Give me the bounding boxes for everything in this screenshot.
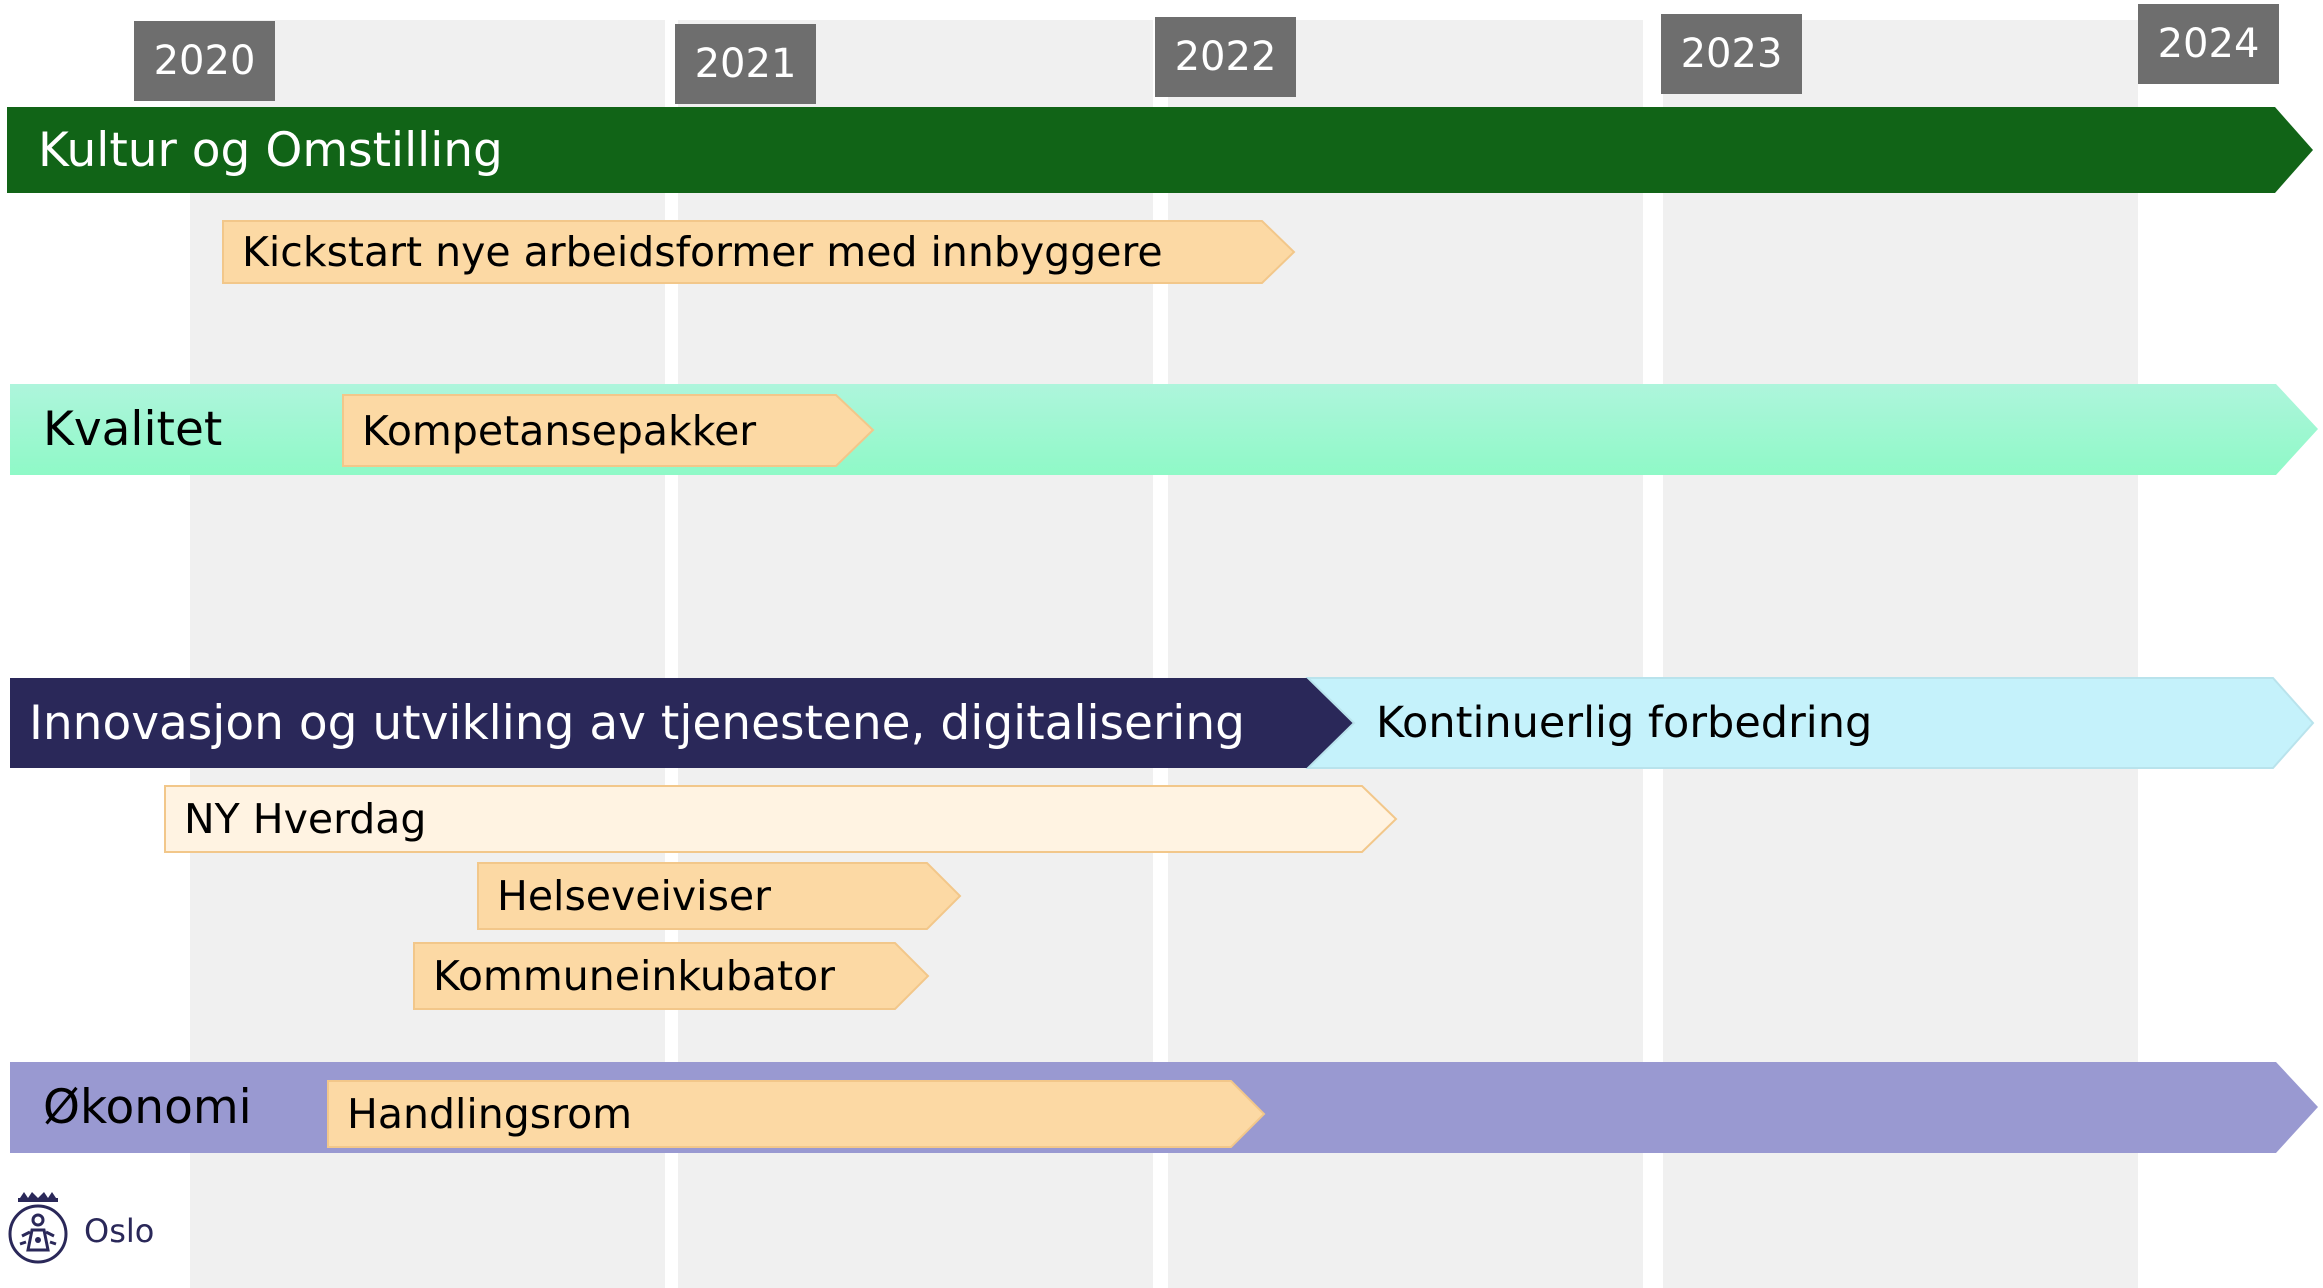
lane-kultur-arrow-shape: [7, 107, 2313, 193]
lane-kontinuerlig-arrow-shape: [1305, 677, 2315, 769]
task-handlingsrom-shape: [327, 1080, 1266, 1148]
task-ny-hverdag-label: NY Hverdag: [184, 795, 427, 843]
task-kommuneinkubator-shape: [413, 942, 930, 1010]
lane-kultur-og-omstilling: Kultur og Omstilling: [7, 107, 2313, 193]
task-ny-hverdag: NY Hverdag: [164, 785, 1398, 853]
task-kommuneinkubator-label: Kommuneinkubator: [433, 952, 836, 1000]
task-kompetansepakker-label: Kompetansepakker: [362, 406, 757, 455]
task-helseveiviser-shape: [477, 862, 962, 930]
year-label-2023: 2023: [1661, 14, 1802, 94]
task-helseveiviser: Helseveiviser: [477, 862, 962, 930]
task-kommuneinkubator-polygon: [413, 942, 930, 1010]
lane-kontinuerlig-arrow-polygon: [1305, 677, 2315, 769]
task-kickstart-shape: [222, 220, 1296, 284]
task-helseveiviser-label: Helseveiviser: [497, 872, 772, 920]
task-kompetansepakker-polygon: [342, 394, 875, 467]
lane-innovasjon-label: Innovasjon og utvikling av tjenestene, d…: [29, 695, 1245, 751]
task-kompetansepakker-shape: [342, 394, 875, 467]
task-kickstart-polygon: [222, 220, 1296, 284]
lane-okonomi-label: Økonomi: [43, 1080, 252, 1135]
lane-innovasjon-arrow-shape: [10, 678, 1356, 768]
year-label-2020: 2020: [134, 21, 275, 101]
task-handlingsrom-label: Handlingsrom: [347, 1090, 633, 1138]
lane-kontinuerlig-forbedring-segment: Kontinuerlig forbedring: [1305, 677, 2315, 769]
task-kickstart-label: Kickstart nye arbeidsformer med innbygge…: [242, 228, 1163, 276]
year-label-2024: 2024: [2138, 4, 2279, 84]
task-handlingsrom: Handlingsrom: [327, 1080, 1266, 1148]
year-label-2021: 2021: [675, 24, 816, 104]
oslo-city-seal-icon: [6, 1188, 70, 1268]
task-kompetansepakker: Kompetansepakker: [342, 394, 875, 467]
lane-kultur-arrow-polygon: [7, 107, 2313, 193]
task-kickstart: Kickstart nye arbeidsformer med innbygge…: [222, 220, 1296, 284]
task-ny-hverdag-shape: [164, 785, 1398, 853]
task-ny-hverdag-polygon: [164, 785, 1398, 853]
task-kommuneinkubator: Kommuneinkubator: [413, 942, 930, 1010]
lane-kultur-label: Kultur og Omstilling: [38, 122, 503, 178]
lane-kvalitet-label: Kvalitet: [43, 402, 223, 457]
lane-kontinuerlig-label: Kontinuerlig forbedring: [1376, 698, 1873, 748]
year-label-2022: 2022: [1155, 17, 1296, 97]
lane-innovasjon: Innovasjon og utvikling av tjenestene, d…: [10, 678, 1356, 768]
task-helseveiviser-polygon: [477, 862, 962, 930]
lane-innovasjon-arrow-polygon: [10, 678, 1356, 768]
task-handlingsrom-polygon: [327, 1080, 1266, 1148]
oslo-logo-text: Oslo: [84, 1212, 155, 1250]
